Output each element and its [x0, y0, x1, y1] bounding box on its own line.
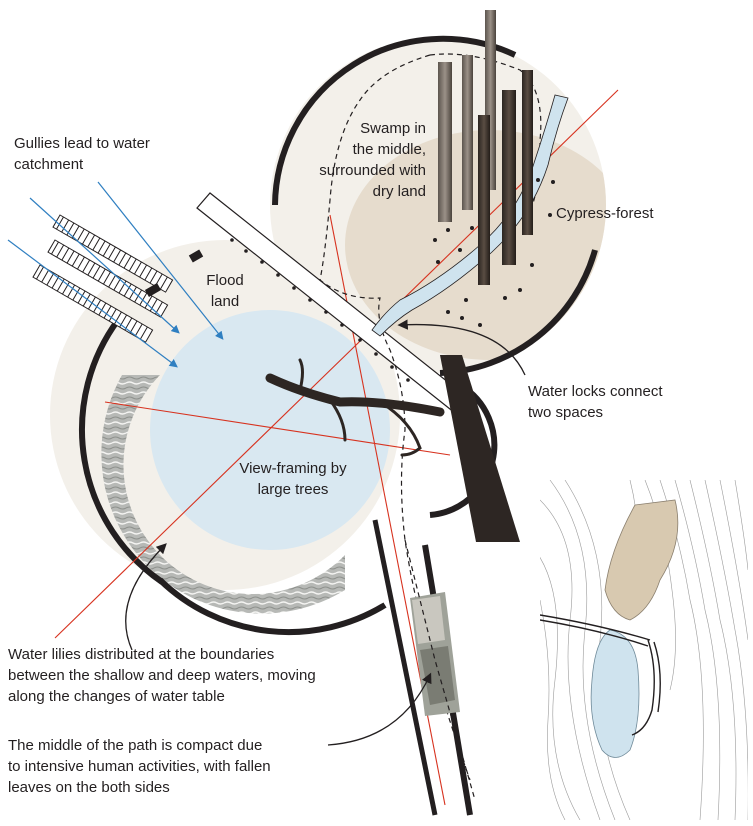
tree-trunk-icon [502, 90, 516, 265]
branch-icon [265, 358, 445, 457]
label-swamp-line-1: Swamp in [360, 120, 426, 137]
label-path-line-3: leaves on the both sides [8, 779, 170, 796]
swamp-boundary-arc [272, 35, 517, 206]
label-flood-line-1: Flood [206, 272, 244, 289]
label-swamp-line-3: surrounded with [319, 162, 426, 179]
label-view-framing-line-1: View-framing by [239, 460, 347, 477]
inset-lake [590, 629, 640, 758]
leader-arrows [125, 319, 526, 746]
label-swamp-line-4: dry land [372, 183, 426, 200]
water-lilies-band [101, 375, 345, 614]
label-gullies: Gullies lead to water catchment [14, 133, 150, 175]
arrow-icon [327, 672, 432, 746]
arrow-icon [125, 543, 167, 651]
label-gullies-line-1: Gullies lead to water [14, 135, 150, 152]
topographic-inset-map [540, 480, 748, 820]
lower-boundary-arc-left [79, 318, 164, 585]
tree-trunk-icon [485, 10, 496, 190]
label-water-locks-line-1: Water locks connect [528, 383, 663, 400]
label-flood-line-2: land [210, 293, 240, 310]
label-water-lilies-line-2: between the shallow and deep waters, mov… [8, 667, 316, 684]
label-gullies-line-2: catchment [14, 156, 84, 173]
label-cypress-text: Cypress-forest [556, 205, 654, 222]
label-cypress: Cypress-forest [556, 203, 654, 224]
tree-trunk-icon [462, 55, 473, 210]
gully-arrows [7, 181, 224, 368]
water-circle [150, 310, 390, 550]
label-path: The middle of the path is compact due to… [8, 735, 271, 798]
tree-trunk-icon [438, 62, 452, 222]
lower-boundary-arc-bottom [157, 577, 387, 636]
label-water-locks-line-2: two spaces [528, 404, 604, 421]
label-water-locks: Water locks connect two spaces [528, 381, 663, 423]
tree-trunk-icon [522, 70, 533, 235]
tree-trunk-icon [478, 115, 490, 285]
label-swamp: Swamp in the middle, surrounded with dry… [290, 118, 426, 202]
label-water-lilies: Water lilies distributed at the boundari… [8, 644, 316, 707]
label-path-line-2: to intensive human activities, with fall… [8, 758, 271, 775]
label-path-line-1: The middle of the path is compact due [8, 737, 263, 754]
label-swamp-line-2: the middle, [352, 141, 426, 158]
lower-path [372, 519, 476, 816]
cypress-trees [438, 10, 533, 285]
inset-dry-land [604, 499, 679, 621]
trees-dots [433, 178, 555, 327]
label-view-framing: View-framing by large trees [228, 458, 358, 500]
label-flood: Flood land [200, 270, 250, 312]
arrow-icon [397, 319, 526, 376]
large-tree-trunk [440, 355, 520, 542]
label-water-lilies-line-3: along the changes of water table [8, 688, 225, 705]
label-water-lilies-line-1: Water lilies distributed at the boundari… [8, 646, 275, 663]
label-view-framing-line-2: large trees [257, 481, 329, 498]
inset-road [540, 614, 661, 736]
swamp-boundary-arc-2 [439, 249, 598, 376]
